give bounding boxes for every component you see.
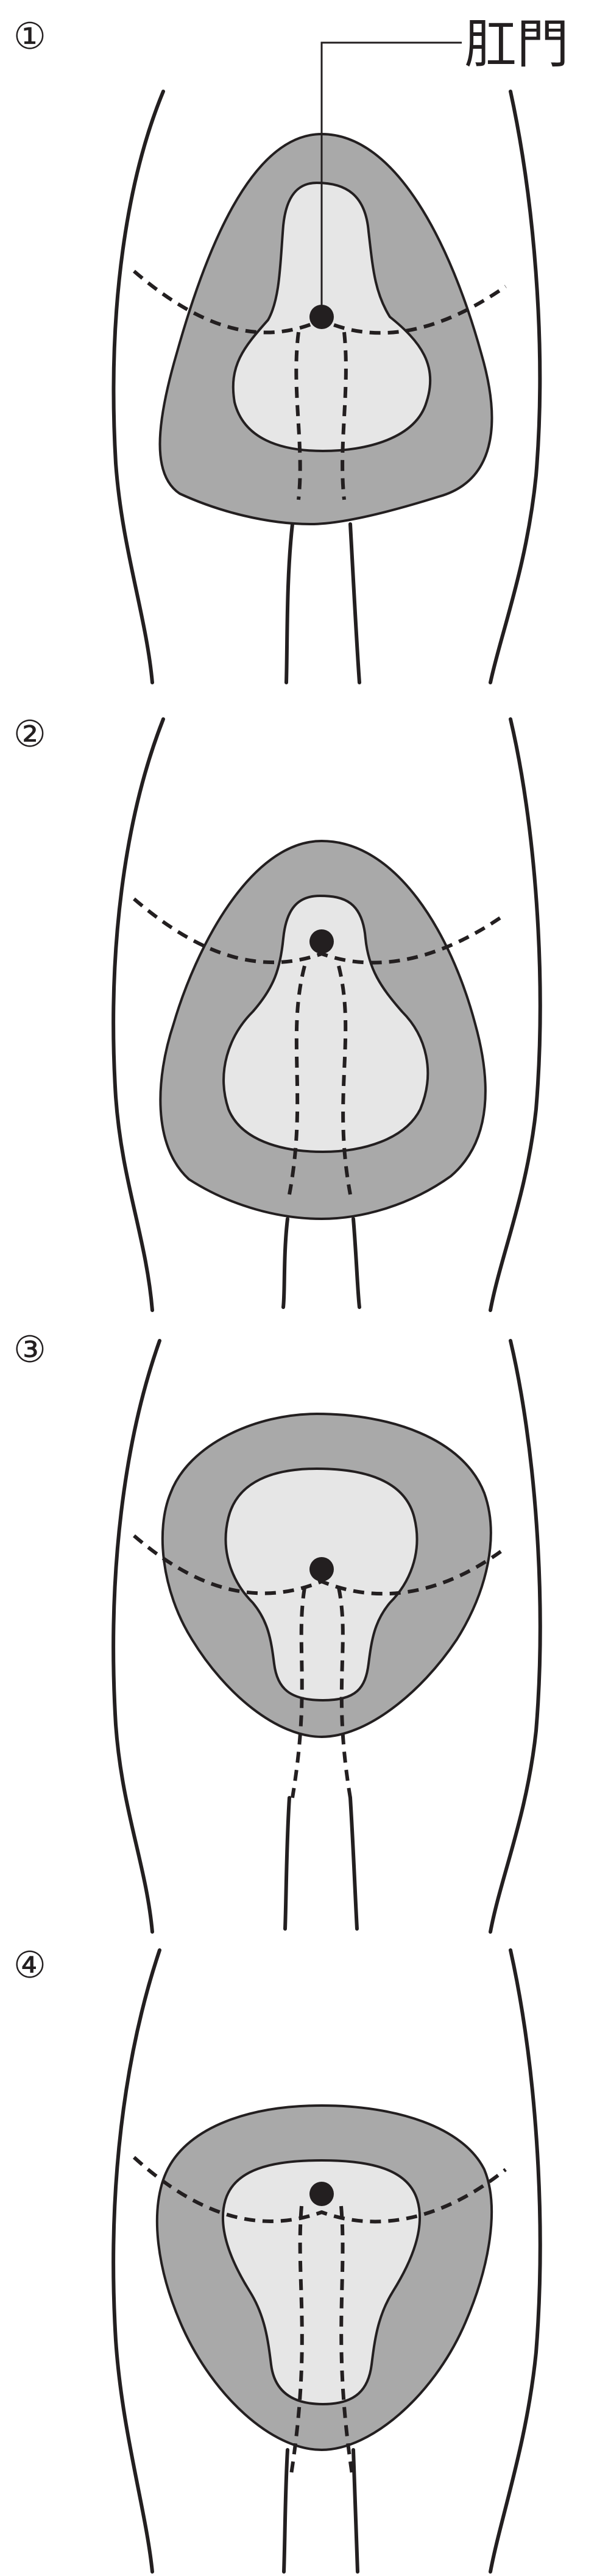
- left-leg-line: [284, 522, 294, 684]
- left-buttock-contour: [111, 90, 165, 684]
- anus-callout-label: 肛門: [464, 14, 569, 75]
- anus-dot: [309, 929, 334, 954]
- left-dashed-line: [289, 2205, 304, 2475]
- panel-number-1: ①: [13, 15, 46, 58]
- right-dashed-line: [337, 965, 352, 1195]
- right-leg-line: [348, 522, 361, 684]
- right-buttock-contour: [489, 1948, 542, 2574]
- right-dashed-line: [337, 1587, 352, 1798]
- panel-4: ④: [13, 1944, 542, 2574]
- right-leg-line: [351, 1217, 361, 1309]
- left-dashed-line: [288, 965, 306, 1195]
- callout-leader-line: [320, 41, 462, 317]
- right-buttock-contour: [489, 1339, 542, 1934]
- left-buttock-contour: [111, 1339, 161, 1934]
- panel-number-3: ③: [13, 1329, 46, 1371]
- anus-dot: [309, 305, 334, 329]
- left-buttock-contour: [111, 1948, 161, 2574]
- gluteal-fold-line: [132, 2156, 507, 2224]
- inner-zone: [222, 894, 429, 1154]
- panel-3: ③: [13, 1329, 542, 1934]
- inner-zone: [224, 1467, 419, 1702]
- panel-number-4: ④: [13, 1944, 46, 1987]
- right-buttock-contour: [489, 717, 542, 1312]
- panel-number-2: ②: [13, 713, 46, 756]
- left-leg-line: [282, 2448, 289, 2574]
- right-leg-line: [351, 2448, 359, 2574]
- panel-1: ① 肛門: [13, 14, 569, 684]
- right-dashed-line: [341, 332, 348, 500]
- left-dashed-line: [294, 332, 302, 500]
- right-buttock-contour: [489, 90, 542, 684]
- left-buttock-contour: [111, 717, 165, 1312]
- anus-dot: [309, 2182, 334, 2206]
- left-dashed-line: [291, 1587, 306, 1798]
- panel-2: ②: [13, 713, 542, 1312]
- right-leg-line: [348, 1796, 359, 1931]
- anus-dot: [309, 1557, 334, 1581]
- left-leg-line: [283, 1796, 291, 1931]
- right-dashed-line: [339, 2205, 354, 2475]
- left-leg-line: [281, 1217, 289, 1309]
